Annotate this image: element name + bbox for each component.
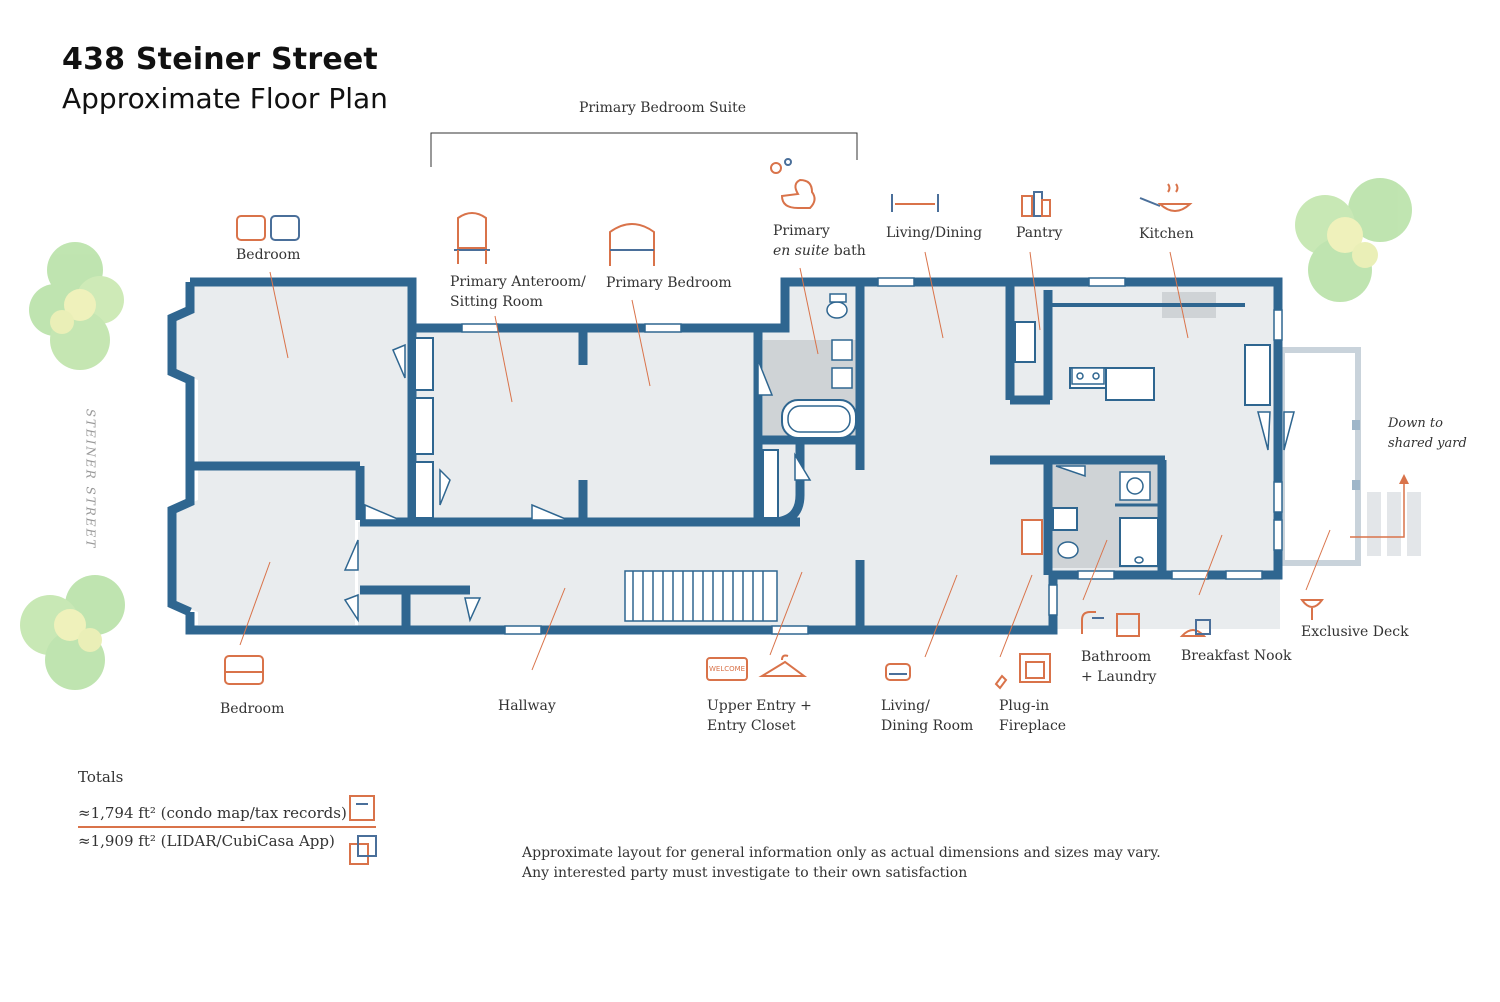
label-bath-laundry-1: Bathroom [1081, 649, 1152, 665]
stove [1071, 367, 1105, 385]
staircase [624, 570, 778, 622]
floorplan-doc-icon [349, 795, 375, 821]
bed-icon [609, 223, 655, 266]
label-breakfast-nook: Breakfast Nook [1181, 648, 1292, 664]
coat-hanger-icon [758, 654, 808, 677]
windows [461, 277, 1283, 635]
sink [831, 339, 853, 389]
dining-table-icon [891, 194, 939, 212]
plug-icon [994, 674, 1008, 690]
bathtub [781, 399, 857, 439]
label-living-2: Dining Room [881, 718, 974, 734]
exclusive-deck [1279, 347, 1421, 566]
label-bath-laundry-2: + Laundry [1081, 669, 1157, 685]
page-subtitle: Approximate Floor Plan [62, 82, 388, 115]
totals-row-lidar: ≈1,909 ft² (LIDAR/CubiCasa App) [78, 832, 335, 850]
label-yard-2: shared yard [1388, 436, 1467, 451]
label-kitchen: Kitchen [1139, 226, 1194, 242]
sofa-icon [885, 663, 911, 681]
label-fireplace-1: Plug-in [999, 698, 1050, 714]
pantry-bottles-icon [1021, 191, 1051, 217]
laundry-detergent-icon [1116, 613, 1140, 637]
label-fireplace-2: Fireplace [999, 718, 1067, 734]
tree-icon [20, 575, 125, 690]
label-living-1: Living/ [881, 698, 930, 714]
toilet [826, 293, 1144, 564]
street-label: STEINER STREET [83, 408, 98, 550]
label-bath-italic: en suite [773, 243, 830, 259]
totals-row-condo: ≈1,794 ft² (condo map/tax records) [78, 804, 347, 822]
label-anteroom-1: Primary Anteroom/ [450, 274, 586, 290]
label-yard-1: Down to [1388, 416, 1443, 431]
fireplace [1021, 519, 1043, 555]
doors [343, 343, 1295, 623]
label-bath-1: Primary [773, 223, 830, 239]
leader-lines [239, 251, 1331, 671]
frying-pan-icon [1139, 183, 1193, 212]
disclaimer-line-2: Any interested party must investigate to… [522, 865, 968, 881]
label-bath-2: en suite bath [773, 241, 866, 261]
suite-bracket [430, 132, 858, 167]
label-hallway: Hallway [498, 698, 556, 714]
label-bedroom-bottom: Bedroom [220, 701, 285, 717]
totals-divider [78, 826, 376, 828]
washer [1119, 471, 1151, 501]
welcome-mat-text: WELCOME [709, 665, 746, 673]
walls [167, 277, 1283, 635]
label-primary-bedroom: Primary Bedroom [606, 275, 732, 291]
welcome-mat-icon [706, 657, 748, 681]
label-entry-1: Upper Entry + [707, 698, 812, 714]
breakfast-icon [1179, 619, 1211, 637]
bed-icon [224, 655, 264, 685]
page-title: 438 Steiner Street [62, 42, 378, 77]
label-pantry: Pantry [1016, 225, 1063, 241]
fireplace-icon [1019, 653, 1051, 683]
tree-icon [1295, 178, 1412, 302]
bed-icon [236, 215, 300, 241]
totals-heading: Totals [78, 768, 124, 786]
cube-icon [349, 835, 377, 865]
label-bedroom-top: Bedroom [236, 247, 301, 263]
label-exclusive-deck: Exclusive Deck [1301, 624, 1409, 640]
grill-icon [1300, 599, 1324, 620]
suite-label: Primary Bedroom Suite [579, 100, 747, 116]
armchair-icon [454, 212, 490, 264]
tree-icon [29, 242, 124, 370]
shower-icon [1081, 611, 1104, 634]
label-living-dining: Living/Dining [886, 225, 983, 241]
label-entry-2: Entry Closet [707, 718, 796, 734]
label-anteroom-2: Sitting Room [450, 294, 543, 310]
duck-icon [770, 158, 816, 209]
disclaimer-line-1: Approximate layout for general informati… [522, 845, 1161, 861]
label-bath-rest: bath [829, 243, 866, 259]
